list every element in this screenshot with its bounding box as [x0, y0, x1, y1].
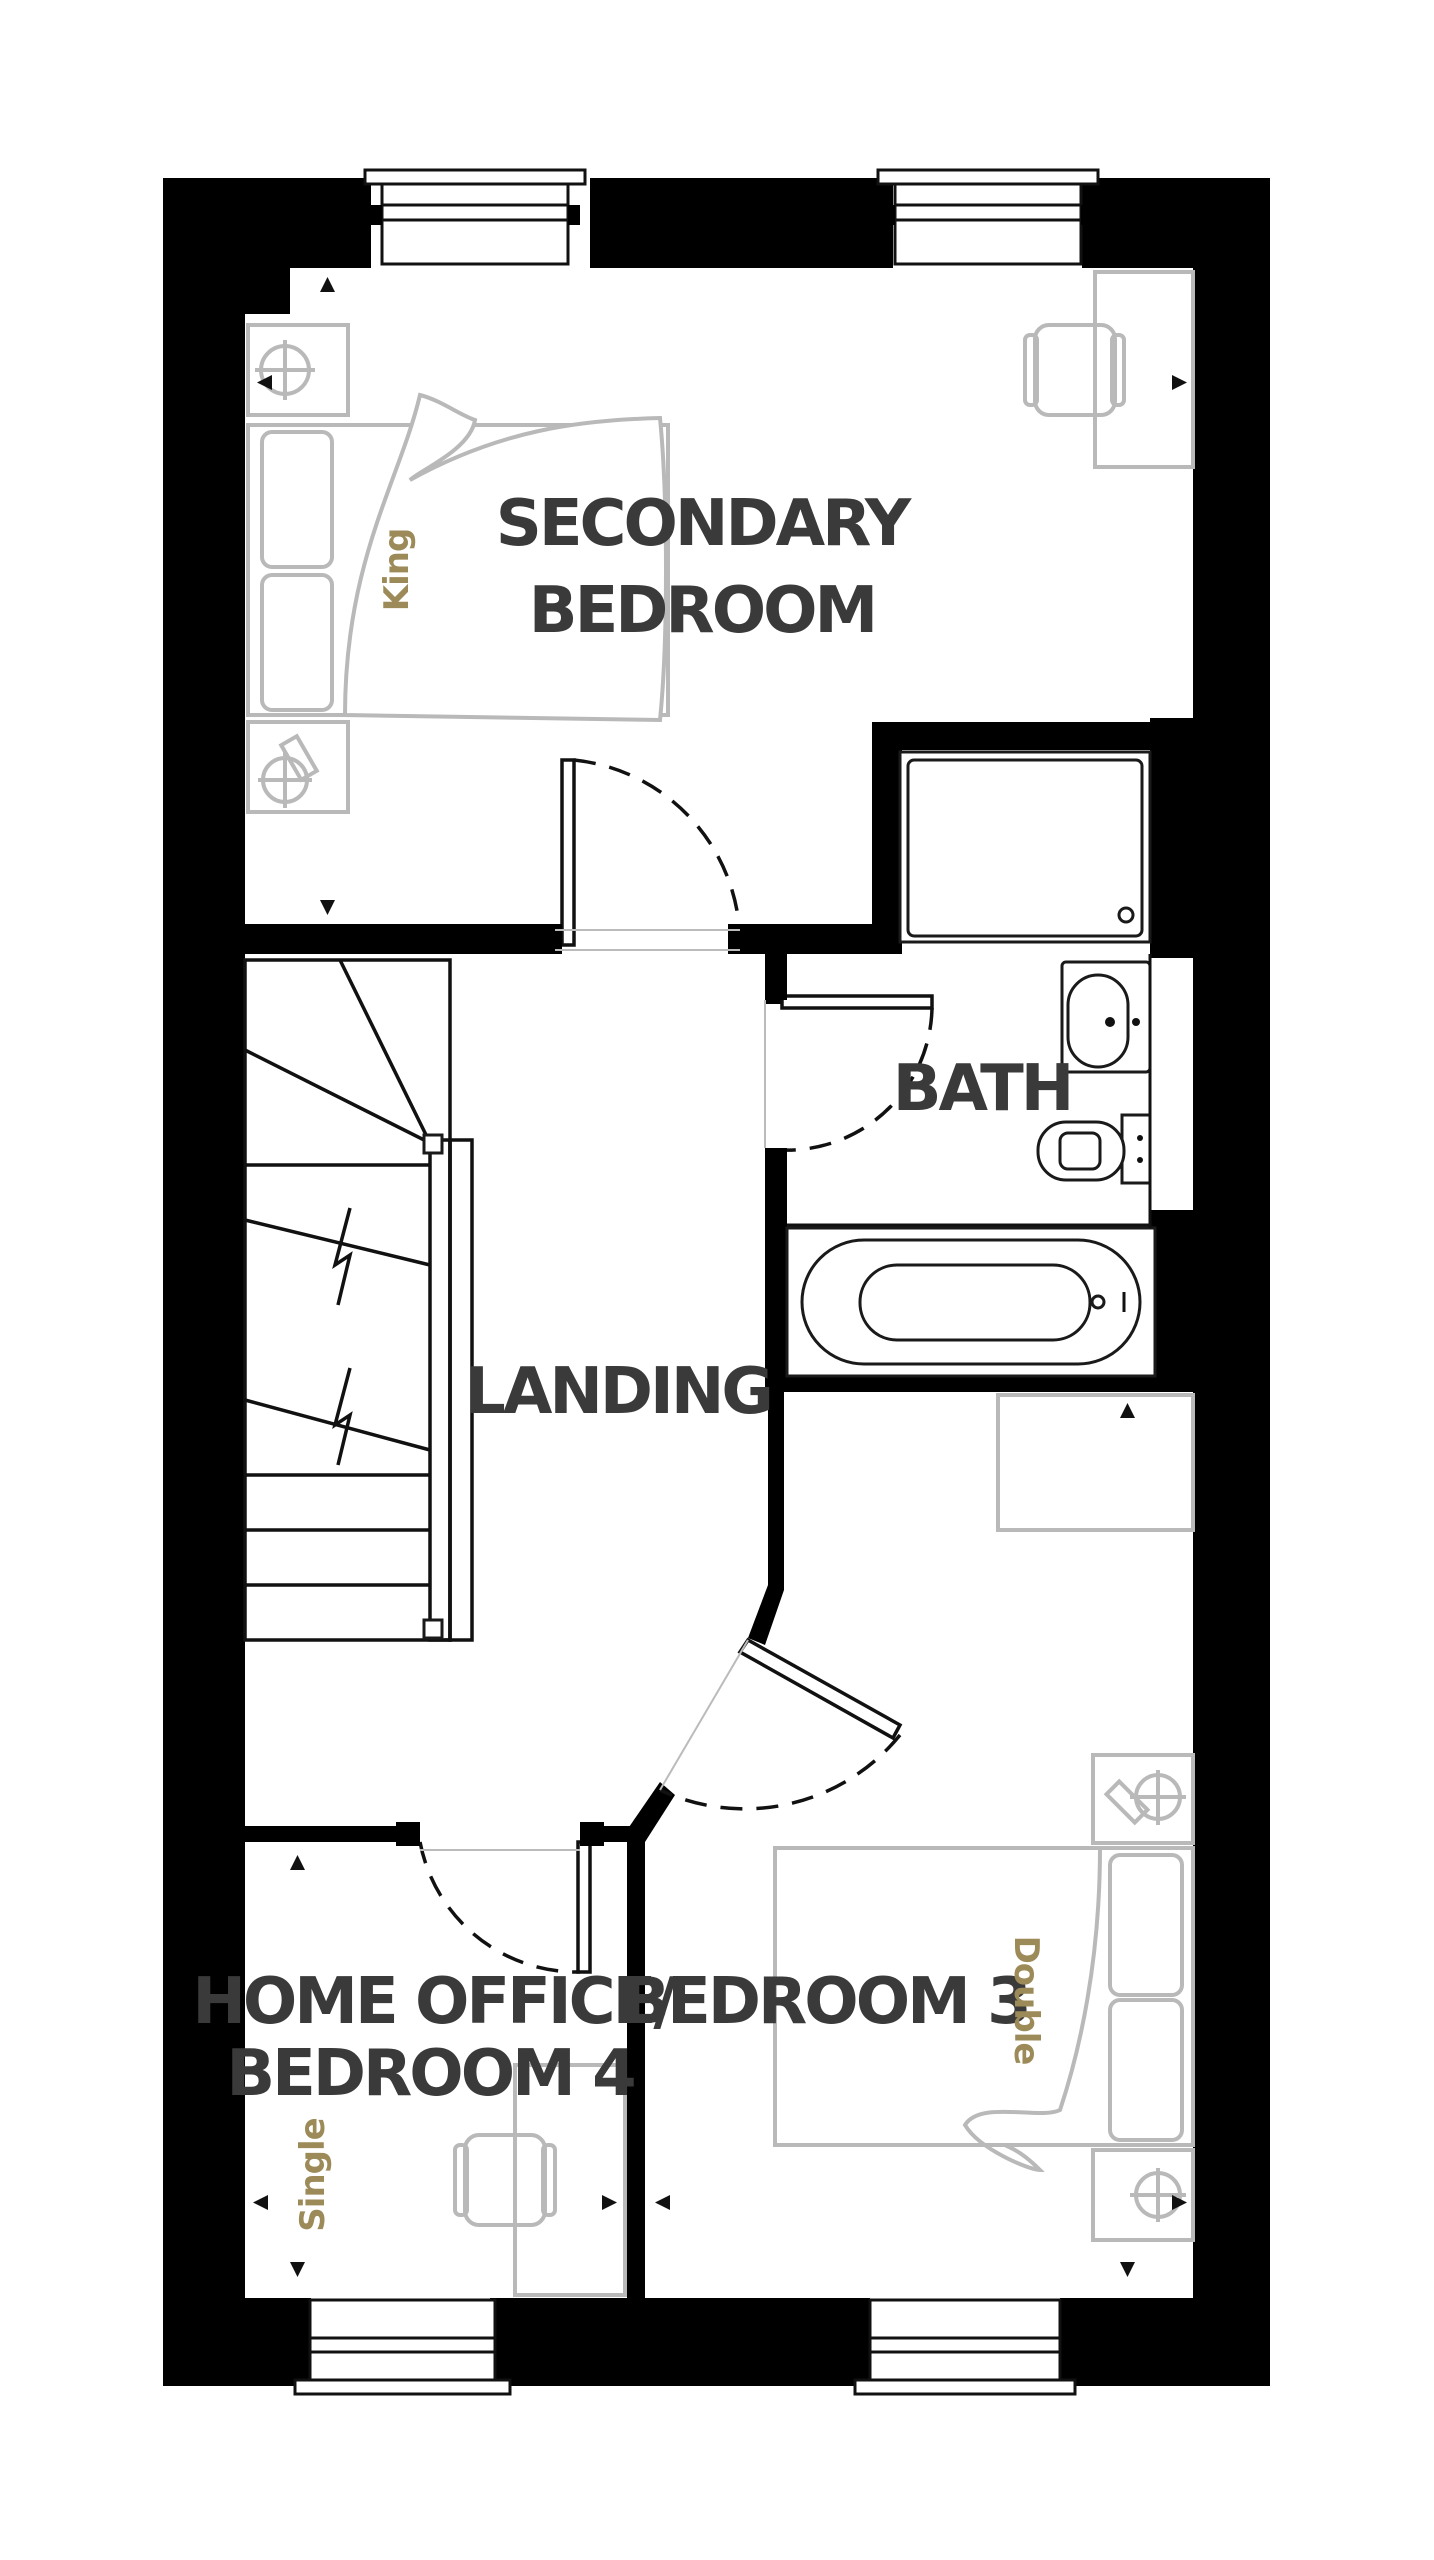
- desk-chair-secondary: [1023, 270, 1195, 469]
- label-bath: BATH: [893, 1052, 1072, 1126]
- basin: [1060, 960, 1152, 1074]
- shower-tray: [898, 750, 1152, 944]
- secondary-bedroom-furniture: [246, 270, 1195, 814]
- door-secondary-bedroom: [540, 758, 750, 954]
- staircase: [243, 958, 474, 1642]
- windows: [293, 168, 1100, 2396]
- label-landing: LANDING: [465, 1355, 771, 1429]
- bed-labels: King Double Single: [293, 529, 1046, 2232]
- double-bed: [773, 1846, 1195, 2173]
- desk-chair-office: [453, 2133, 557, 2227]
- exterior-walls: [163, 178, 1270, 2386]
- bed-label-double: Double: [1006, 1936, 1046, 2065]
- bedside-table-b3-bottom: [1091, 2148, 1195, 2242]
- king-bed: [246, 392, 670, 723]
- window-bottom-left: [293, 2298, 512, 2396]
- label-bedroom-3: BEDROOM 3: [621, 1965, 1028, 2039]
- bedside-table-b3-top: [1091, 1753, 1195, 1845]
- window-top-left: [363, 168, 587, 266]
- window-bottom-right: [853, 2298, 1077, 2396]
- bed-label-single: Single: [293, 2118, 333, 2231]
- window-top-right: [876, 168, 1100, 266]
- door-home-office: [396, 1822, 604, 1974]
- door-bath: [764, 975, 934, 1173]
- room-labels: SECONDARY BEDROOM BATH LANDING HOME OFFI…: [192, 487, 1074, 2111]
- bath-fixtures: [785, 750, 1157, 1378]
- label-secondary-bedroom-line1: SECONDARY: [496, 487, 912, 561]
- bedroom3-furniture: [773, 1393, 1195, 2242]
- wardrobe: [996, 1393, 1195, 1532]
- interior-walls: [245, 722, 1195, 2298]
- bathtub: [785, 1226, 1157, 1378]
- home-office-furniture: [453, 2063, 627, 2297]
- dimension-markers: [253, 277, 1187, 2277]
- bed-label-king: King: [377, 529, 417, 612]
- door-bedroom-3: [659, 1637, 903, 1811]
- bedside-table-top: [246, 323, 350, 417]
- label-home-office-line1: HOME OFFICE/: [192, 1965, 677, 2039]
- label-secondary-bedroom-line2: BEDROOM: [529, 574, 875, 648]
- doors: [396, 758, 934, 1974]
- toilet: [1036, 1113, 1152, 1185]
- desk: [513, 2063, 627, 2297]
- label-home-office-line2: BEDROOM 4: [226, 2037, 634, 2111]
- bedside-table-bottom: [246, 720, 350, 814]
